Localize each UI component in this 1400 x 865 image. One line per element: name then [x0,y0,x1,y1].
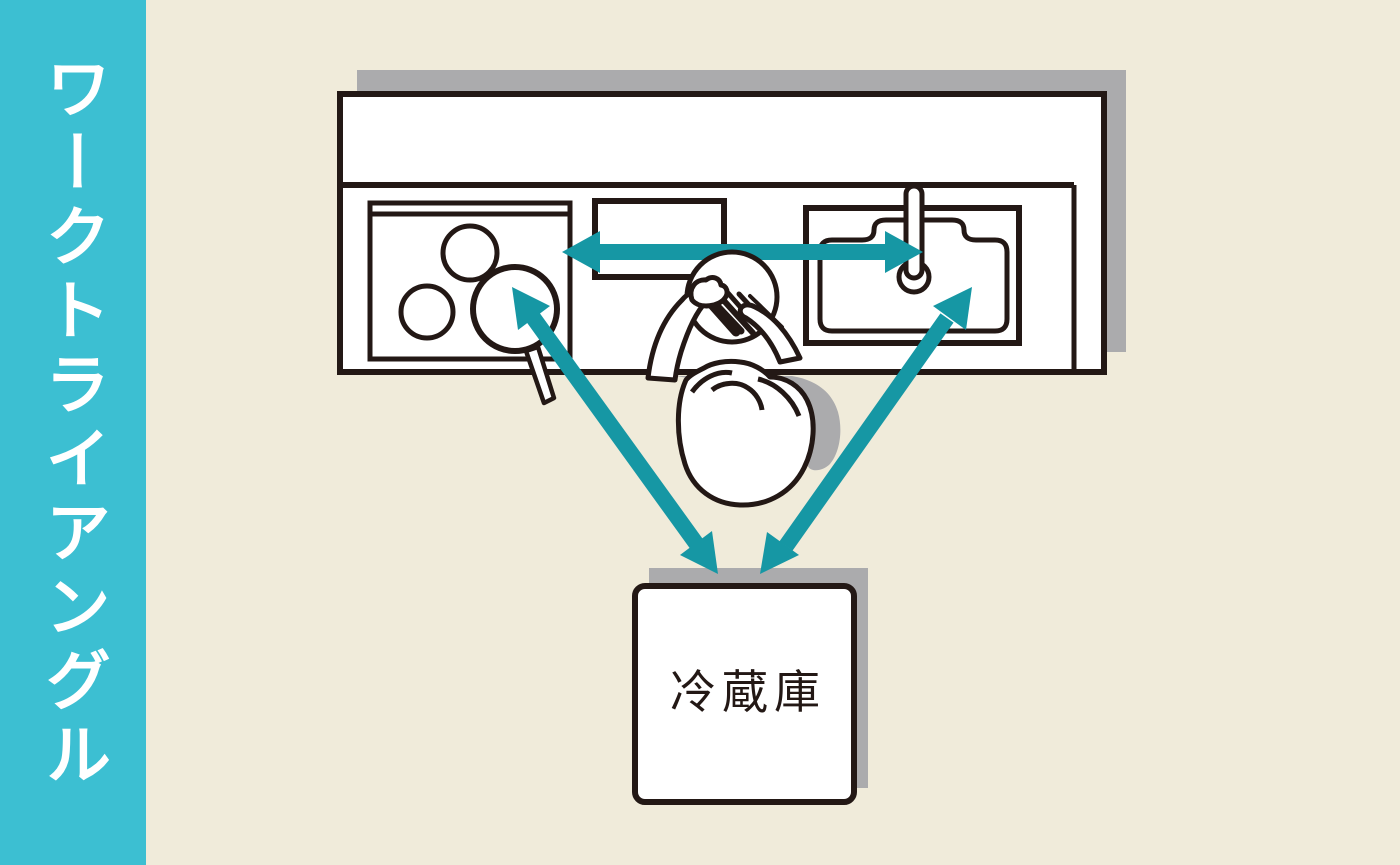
sink-icon [803,183,1022,346]
faucet-icon [896,183,932,295]
person-icon [645,249,841,508]
pan-handle-icon [523,344,557,406]
arrow-stove-fridge [512,287,718,574]
person-right-arm [737,302,803,365]
burner-icon [440,223,500,283]
person-body [675,358,816,508]
title-banner: ワークトライアングル [0,0,146,865]
fridge-label: 冷蔵庫 [670,666,826,718]
arrow-sink-fridge [760,287,972,574]
person-shoulder-line [757,376,802,417]
person-shoulder-line [689,369,733,394]
page-title: ワークトライアングル [36,54,110,794]
refrigerator: 冷蔵庫 [632,583,857,805]
person-head-line [710,380,765,411]
person-fist [688,275,730,309]
burner-icon [398,283,456,341]
